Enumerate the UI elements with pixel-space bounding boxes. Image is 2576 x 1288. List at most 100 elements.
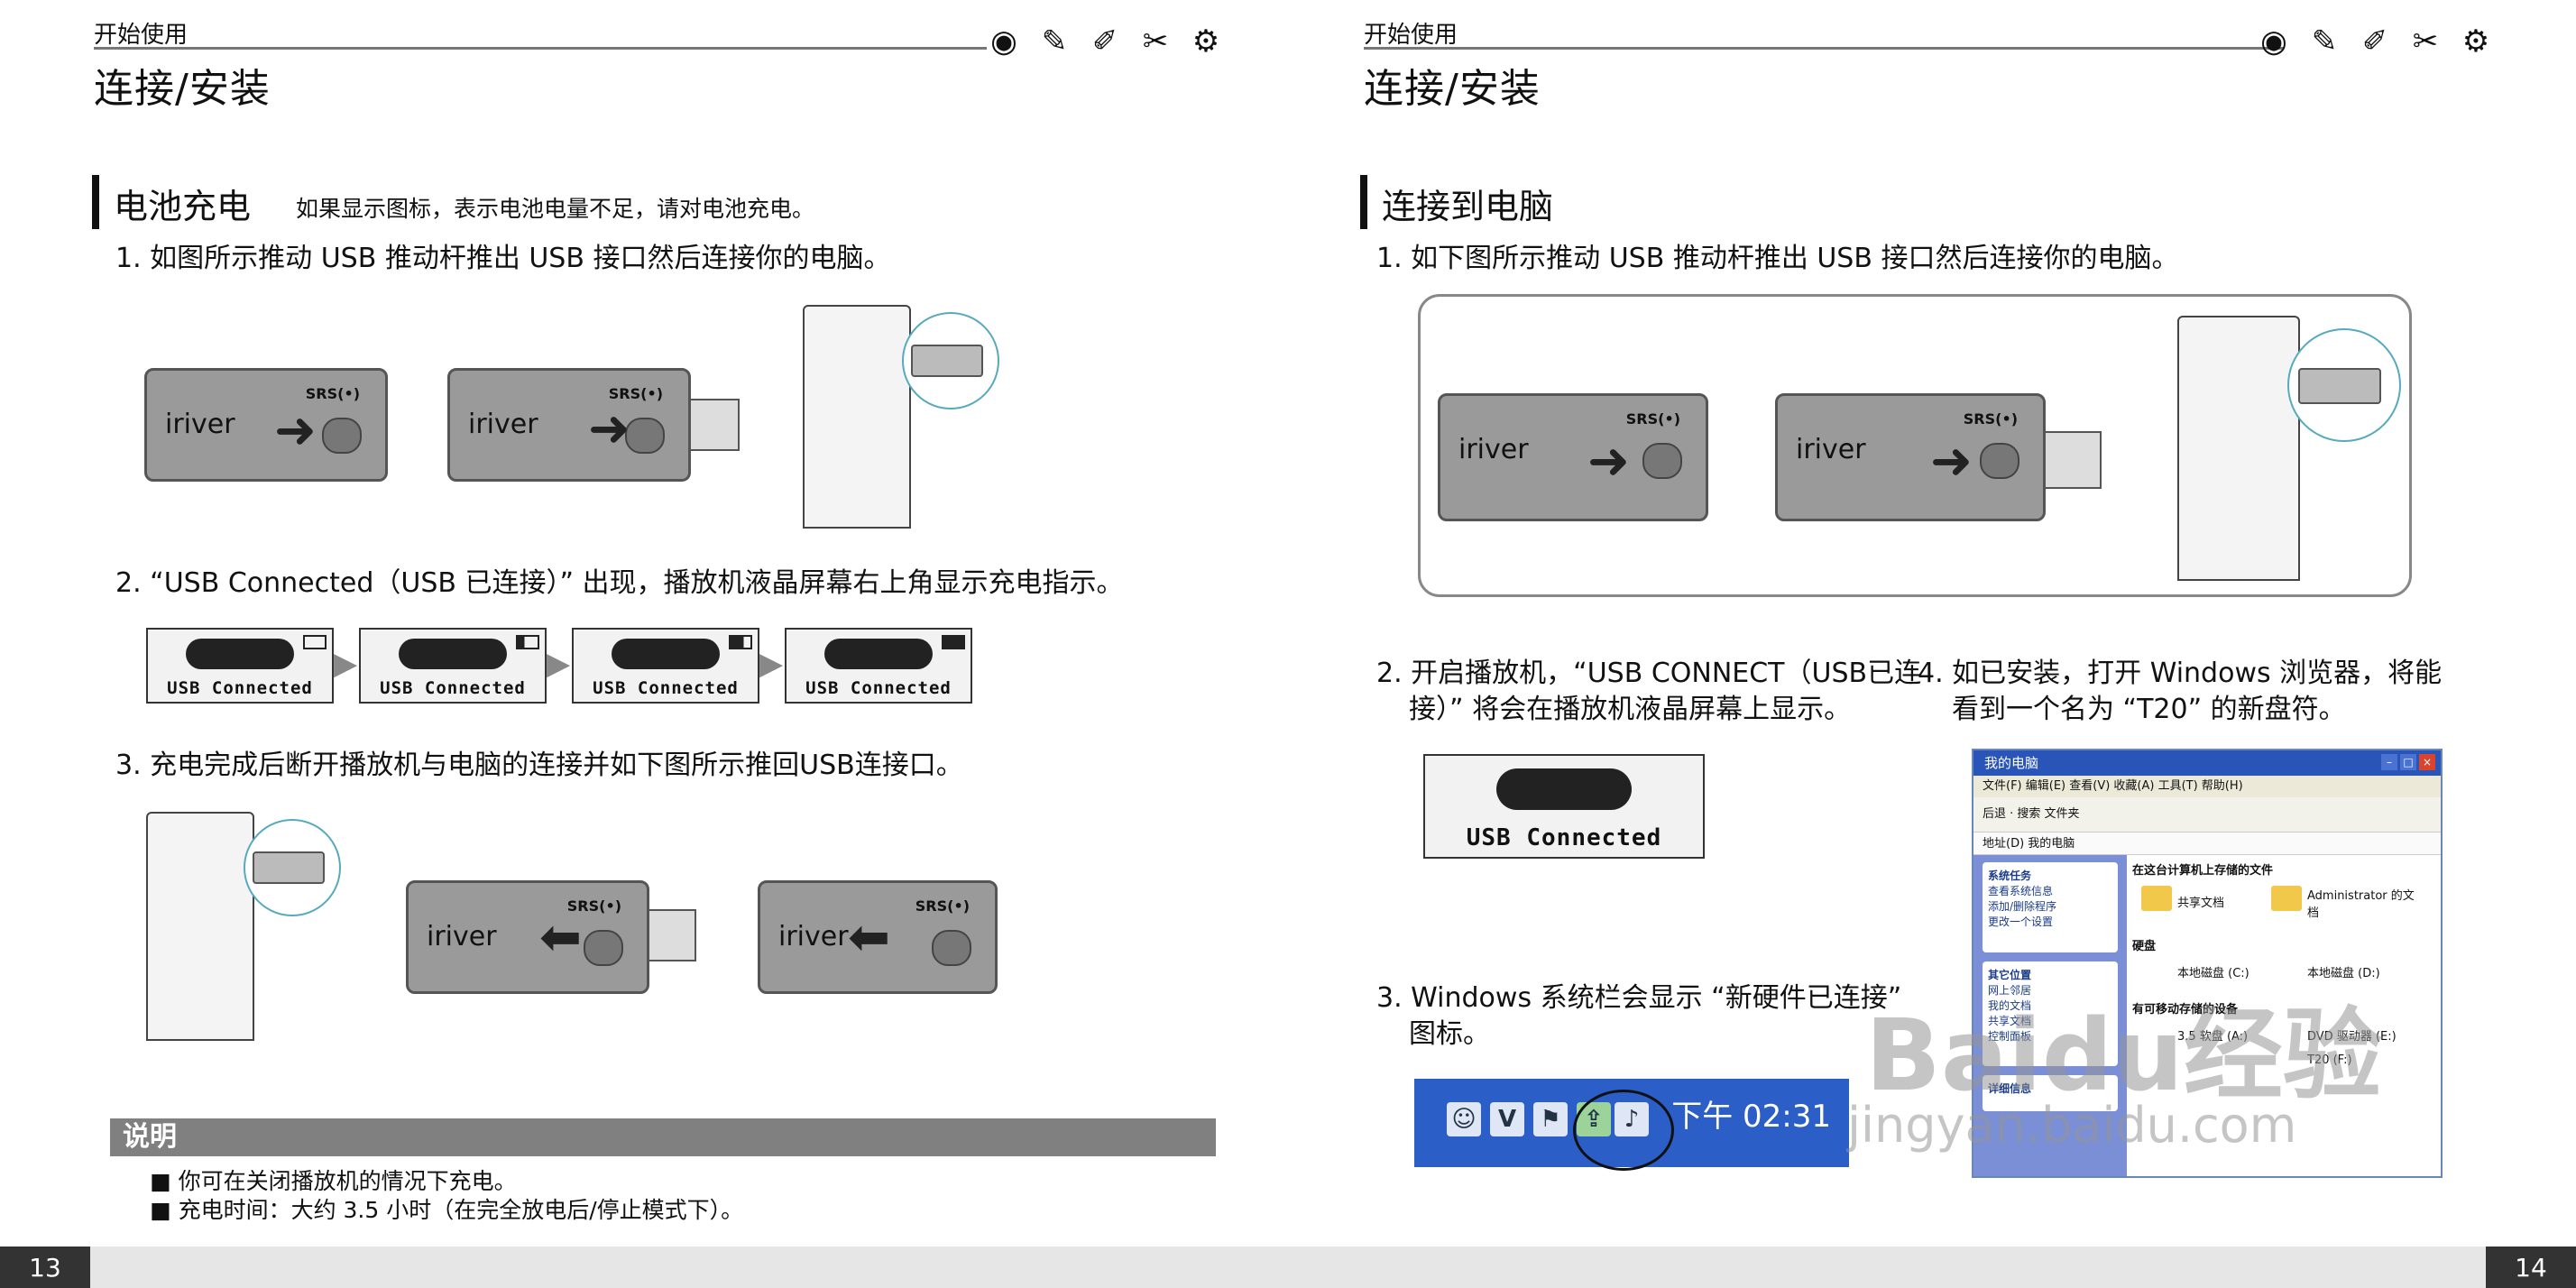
notepad-icon: ✎ bbox=[2311, 23, 2338, 60]
folder-label[interactable]: Administrator 的文档 bbox=[2307, 889, 2415, 920]
usb-plug bbox=[2044, 431, 2102, 489]
step-3-line1: 3. Windows 系统栏会显示 “新硬件已连接” bbox=[1376, 982, 1902, 1014]
network-icon[interactable]: ⚑ bbox=[1533, 1102, 1568, 1136]
step-3: 3. 充电完成后断开播放机与电脑的连接并如下图所示推回USB连接口。 bbox=[115, 750, 963, 781]
player-illustration: iriver SRS(•) bbox=[144, 368, 388, 482]
panel-title: 系统任务 bbox=[1988, 869, 2032, 882]
menu-bar[interactable]: 文件(F) 编辑(E) 查看(V) 收藏(A) 工具(T) 帮助(H) bbox=[1973, 776, 2441, 797]
page-number: 13 bbox=[0, 1247, 90, 1288]
brand-logo: iriver bbox=[1458, 434, 1529, 465]
close-icon[interactable]: × bbox=[2419, 754, 2435, 770]
lcd-display: USB Connected bbox=[785, 628, 972, 704]
arrow-right-icon: ➜ bbox=[1930, 432, 1973, 491]
step-1: 1. 如下图所示推动 USB 推动杆推出 USB 接口然后连接你的电脑。 bbox=[1376, 243, 2179, 274]
illustration-frame bbox=[1418, 294, 2412, 597]
gear-icon: ⚙ bbox=[1191, 23, 1220, 60]
watermark-url: jingyan.baidu.com bbox=[1847, 1097, 2297, 1154]
usb-plug bbox=[2298, 368, 2381, 404]
step-2: 2. “USB Connected（USB 已连接）” 出现，播放机液晶屏幕右上… bbox=[115, 567, 1124, 599]
lcd-caption: USB Connected bbox=[380, 678, 526, 698]
battery-empty-icon bbox=[303, 635, 327, 649]
page-title: 连接/安装 bbox=[1364, 66, 1541, 112]
drive-label[interactable]: T20 (F:) bbox=[2307, 1053, 2352, 1067]
player-illustration: iriver SRS(•) bbox=[447, 368, 691, 482]
left-page: 开始使用 ◉ ✎ ✐ ✂ ⚙ 连接/安装 电池充电 如果显示图标，表示电池电量不… bbox=[0, 22, 1288, 1288]
panel-link[interactable]: 共享文档 bbox=[1988, 1015, 2032, 1027]
battery-full-icon bbox=[942, 635, 965, 649]
section-title: 连接到电脑 bbox=[1382, 187, 1554, 226]
tools-icon: ✂ bbox=[2412, 23, 2439, 60]
lcd-caption: USB Connected bbox=[1466, 824, 1662, 851]
drive-label[interactable]: 3.5 软盘 (A:) bbox=[2177, 1030, 2249, 1044]
panel-link[interactable]: 网上邻居 bbox=[1988, 984, 2032, 997]
arrow-right-icon: ➜ bbox=[588, 400, 630, 458]
section-bar bbox=[92, 175, 99, 229]
tools-icon: ✂ bbox=[1142, 23, 1169, 60]
taskbar-clock: 下午 02:31 bbox=[1671, 1099, 1831, 1135]
group-heading: 有可移动存储的设备 bbox=[2132, 1003, 2239, 1017]
gear-icon: ⚙ bbox=[2461, 23, 2490, 60]
usb-slider bbox=[1980, 443, 2019, 479]
system-tasks-panel: 系统任务 查看系统信息 添加/删除程序 更改一个设置 bbox=[1983, 862, 2118, 952]
lcd-display: USB Connected bbox=[146, 628, 334, 704]
srs-logo: SRS(•) bbox=[1963, 410, 2018, 428]
edit-icon: ✐ bbox=[2361, 23, 2388, 60]
disc-icon: ◉ bbox=[990, 23, 1017, 60]
folder-label[interactable]: 共享文档 bbox=[2177, 897, 2225, 910]
panel-title: 详细信息 bbox=[1988, 1082, 2032, 1095]
drive-label[interactable]: 本地磁盘 (D:) bbox=[2307, 967, 2380, 980]
usb-plug bbox=[253, 851, 325, 884]
arrow-right-icon: ➜ bbox=[1587, 432, 1630, 491]
lcd-caption: USB Connected bbox=[167, 678, 313, 698]
battery-low-icon bbox=[516, 635, 539, 649]
drive-label[interactable]: DVD 驱动器 (E:) bbox=[2307, 1030, 2397, 1044]
watermark-logo: Baidu经验 bbox=[1865, 998, 2382, 1113]
section-note: 如果显示图标，表示电池电量不足，请对电池充电。 bbox=[296, 196, 815, 222]
step-1: 1. 如图所示推动 USB 推动杆推出 USB 接口然后连接你的电脑。 bbox=[115, 243, 891, 274]
usb-slider bbox=[932, 930, 971, 966]
toolbar[interactable]: 后退 · 搜索 文件夹 bbox=[1973, 797, 2441, 832]
other-places-panel: 其它位置 网上邻居 我的文档 共享文档 控制面板 bbox=[1983, 961, 2118, 1066]
step-2-line1: 2. 开启播放机，“USB CONNECT（USB已连 bbox=[1376, 658, 1922, 689]
group-heading: 硬盘 bbox=[2132, 940, 2157, 953]
address-bar[interactable]: 地址(D) 我的电脑 bbox=[1973, 832, 2441, 855]
usb-plug-icon bbox=[824, 639, 933, 669]
panel-link[interactable]: 添加/删除程序 bbox=[1988, 900, 2057, 913]
v-app-icon[interactable]: V bbox=[1490, 1102, 1524, 1136]
arrow-left-icon: ⬅ bbox=[539, 908, 582, 967]
notepad-icon: ✎ bbox=[1041, 23, 1068, 60]
arrow-left-icon: ⬅ bbox=[848, 908, 890, 967]
maximize-icon[interactable]: □ bbox=[2400, 754, 2416, 770]
panel-link[interactable]: 查看系统信息 bbox=[1988, 885, 2054, 897]
usb-slider bbox=[625, 418, 665, 454]
usb-plug bbox=[689, 399, 740, 451]
chevron-right-icon: ▶ bbox=[547, 646, 571, 682]
user-icon[interactable]: ☺ bbox=[1447, 1102, 1481, 1136]
brand-logo: iriver bbox=[165, 409, 235, 440]
lcd-caption: USB Connected bbox=[593, 678, 739, 698]
panel-link[interactable]: 控制面板 bbox=[1988, 1030, 2032, 1043]
usb-port-zoom bbox=[244, 819, 341, 916]
lcd-caption: USB Connected bbox=[805, 678, 952, 698]
folder-icon[interactable] bbox=[2271, 886, 2302, 911]
srs-logo: SRS(•) bbox=[305, 385, 360, 402]
section-label: 开始使用 bbox=[94, 22, 189, 49]
task-pane: 系统任务 查看系统信息 添加/删除程序 更改一个设置 其它位置 网上邻居 我的文… bbox=[1973, 855, 2127, 1176]
usb-plug-icon bbox=[612, 639, 720, 669]
header-icons: ◉ ✎ ✐ ✂ ⚙ bbox=[983, 23, 1227, 60]
drive-label[interactable]: 本地磁盘 (C:) bbox=[2177, 967, 2249, 980]
panel-link[interactable]: 我的文档 bbox=[1988, 999, 2032, 1012]
explorer-window: 我的电脑 – □ × 文件(F) 编辑(E) 查看(V) 收藏(A) 工具(T)… bbox=[1972, 749, 2443, 1178]
srs-logo: SRS(•) bbox=[915, 897, 970, 915]
section-label: 开始使用 bbox=[1364, 22, 1458, 49]
player-illustration: iriver SRS(•) bbox=[406, 880, 649, 994]
disc-icon: ◉ bbox=[2260, 23, 2287, 60]
minimize-icon[interactable]: – bbox=[2381, 754, 2397, 770]
brand-logo: iriver bbox=[427, 921, 497, 952]
note-header: 说明 bbox=[110, 1118, 1216, 1156]
window-title: 我的电脑 bbox=[1973, 750, 2441, 776]
panel-link[interactable]: 更改一个设置 bbox=[1988, 915, 2054, 928]
pc-tower-illustration bbox=[803, 305, 911, 529]
folder-icon[interactable] bbox=[2141, 886, 2172, 911]
highlight-circle bbox=[1573, 1090, 1674, 1171]
